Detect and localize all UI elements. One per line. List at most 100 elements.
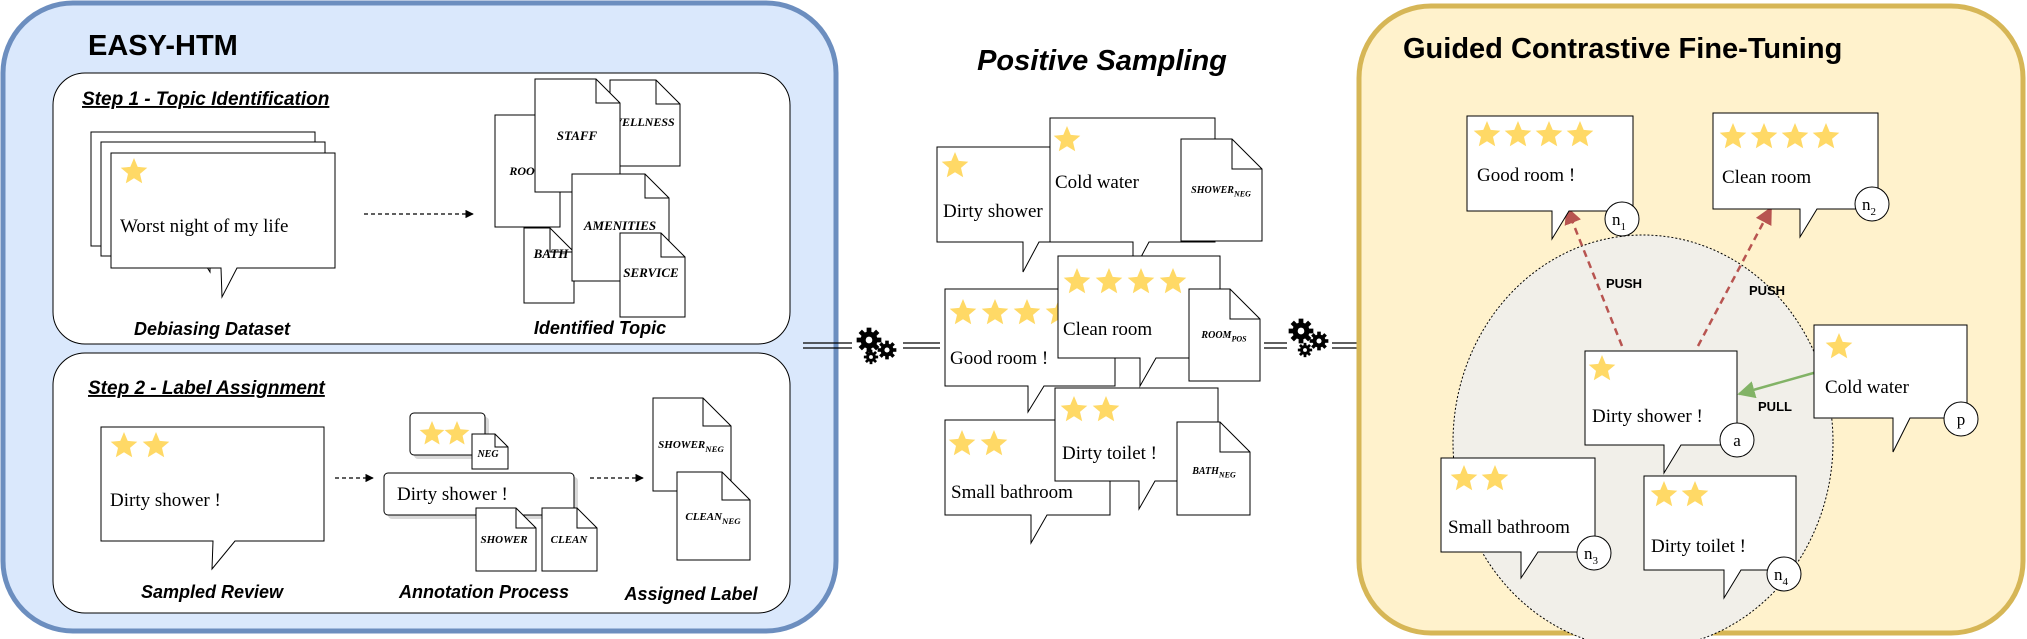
svg-text:a: a: [1733, 431, 1741, 450]
sampling-row: Good room ! Clean room ROOMPOS: [944, 255, 1261, 414]
guided-contrastive-title: Guided Contrastive Fine-Tuning: [1403, 33, 1842, 65]
topic-label: BATH: [533, 246, 570, 261]
annot-review-text: Dirty shower !: [397, 484, 508, 505]
step2-review-stars: [110, 432, 170, 458]
step1-caption-left: Debiasing Dataset: [134, 319, 291, 339]
contrastive-node-n3: Small bathroom n3: [1440, 457, 1612, 580]
positive-text: Clean room: [1063, 319, 1152, 340]
star-icon: [980, 430, 1008, 456]
node-text: Small bathroom: [1448, 517, 1570, 538]
node-bubble: [1643, 475, 1797, 600]
star-icon: [1053, 126, 1081, 152]
guided-contrastive-panel: Guided Contrastive Fine-Tuning PUSH PUSH…: [1356, 3, 2026, 639]
star-icon: [1650, 481, 1678, 507]
step2-caption-left: Sampled Review: [141, 582, 284, 602]
node-bubble: [1712, 112, 1879, 239]
sampling-document: ROOMPOS: [1188, 288, 1261, 382]
anchor-text: Dirty shower !: [943, 201, 1054, 222]
positive-text: Dirty toilet !: [1062, 443, 1157, 464]
star-icon: [1504, 121, 1532, 147]
node-bubble: [1813, 324, 1968, 453]
star-icon: [1825, 333, 1853, 359]
star-icon: [981, 299, 1009, 325]
pull-arrow: [1737, 370, 1818, 399]
contrastive-node-a: Dirty shower ! a: [1584, 350, 1755, 475]
node-tag: n2: [1854, 186, 1890, 222]
topic-label: AMENITIES: [583, 218, 656, 233]
easy-htm-panel: EASY-HTM Step 1 - Topic Identification W…: [0, 0, 839, 634]
contrastive-node-p: Cold water p: [1813, 324, 1979, 453]
node-tag: n3: [1576, 535, 1612, 571]
step1-review-text: Worst night of my life: [120, 216, 288, 237]
annot-doc-label: SHOWER: [480, 534, 527, 546]
push-label-2: PUSH: [1749, 283, 1785, 298]
topic-label: STAFF: [557, 128, 598, 143]
step2-box: Step 2 - Label Assignment Dirty shower !…: [52, 352, 791, 614]
star-icon: [1681, 481, 1709, 507]
pull-label: PULL: [1758, 399, 1792, 414]
topic-document: BATH: [523, 227, 575, 304]
positive-sampling: Positive Sampling Dirty shower !Cold wat…: [936, 45, 1263, 545]
topic-label: ROO: [508, 164, 535, 178]
connector-left: [803, 327, 940, 365]
sampling-row: Small bathroom Dirty toilet ! BATHNEG: [944, 387, 1251, 545]
sampling-document: SHOWERNEG: [1180, 138, 1263, 242]
star-icon: [1127, 268, 1155, 294]
step2-caption-mid: Annotation Process: [398, 582, 569, 602]
star-icon: [1159, 268, 1187, 294]
positive-sampling-rows: Dirty shower !Cold water SHOWERNEG Good ro…: [936, 117, 1263, 545]
node-tag: n4: [1766, 556, 1802, 592]
step1-topic-docs: ROO WELLNESS STAFF BATH AMENITIES SERVICE: [494, 78, 686, 318]
topic-document: STAFF: [534, 78, 621, 193]
annot-doc-label: CLEAN: [551, 534, 589, 546]
step2-caption-right: Assigned Label: [623, 584, 758, 604]
step1-box: Step 1 - Topic Identification Worst nigh…: [52, 72, 791, 345]
node-text: Good room !: [1477, 165, 1575, 186]
star-icon: [444, 421, 470, 445]
node-text: Cold water: [1825, 377, 1910, 398]
star-icon: [1588, 355, 1616, 381]
easy-htm-title: EASY-HTM: [88, 30, 238, 62]
star-icon: [1812, 123, 1840, 149]
node-tag: a: [1719, 422, 1755, 458]
step1-caption-right: Identified Topic: [534, 318, 666, 338]
star-icon: [142, 432, 170, 458]
push-label-1: PUSH: [1606, 276, 1642, 291]
label-document: SHOWERNEG: [652, 397, 732, 492]
anchor-text: Good room !: [950, 348, 1048, 369]
node-text: Dirty toilet !: [1651, 536, 1746, 557]
push-arrow-2: [1696, 206, 1773, 347]
contrastive-node-n4: Dirty toilet ! n4: [1643, 475, 1802, 600]
annot-stars: [419, 421, 470, 445]
annotation-document: CLEAN: [541, 507, 598, 572]
topic-label: SERVICE: [623, 265, 679, 280]
label-document: CLEANNEG: [676, 471, 751, 561]
svg-text:NEG: NEG: [476, 449, 499, 460]
svg-text:p: p: [1957, 410, 1966, 429]
step2-title: Step 2 - Label Assignment: [88, 378, 326, 399]
topic-label: WELLNESS: [611, 115, 675, 129]
star-icon: [1450, 465, 1478, 491]
sampling-document: BATHNEG: [1176, 421, 1251, 516]
star-icon: [1719, 123, 1747, 149]
positive-text: Cold water: [1055, 172, 1140, 193]
node-text: Dirty shower !: [1592, 406, 1703, 427]
star-icon: [1481, 465, 1509, 491]
anchor-text: Small bathroom: [951, 482, 1073, 503]
sampling-row: Dirty shower !Cold water SHOWERNEG: [936, 117, 1263, 273]
star-icon: [1063, 268, 1091, 294]
annotation-process: NEG Dirty shower ! SHOWER CLEAN: [383, 412, 598, 572]
star-icon: [1781, 123, 1809, 149]
annot-neg-doc: NEG: [471, 433, 509, 470]
step2-review-text: Dirty shower !: [110, 490, 221, 511]
contrastive-node-n1: Good room !n1: [1466, 115, 1640, 241]
star-icon: [1473, 121, 1501, 147]
star-icon: [1092, 396, 1120, 422]
node-bubble: [1440, 457, 1596, 580]
star-icon: [1095, 268, 1123, 294]
star-icon: [1566, 121, 1594, 147]
annotation-document: SHOWER: [475, 507, 537, 572]
